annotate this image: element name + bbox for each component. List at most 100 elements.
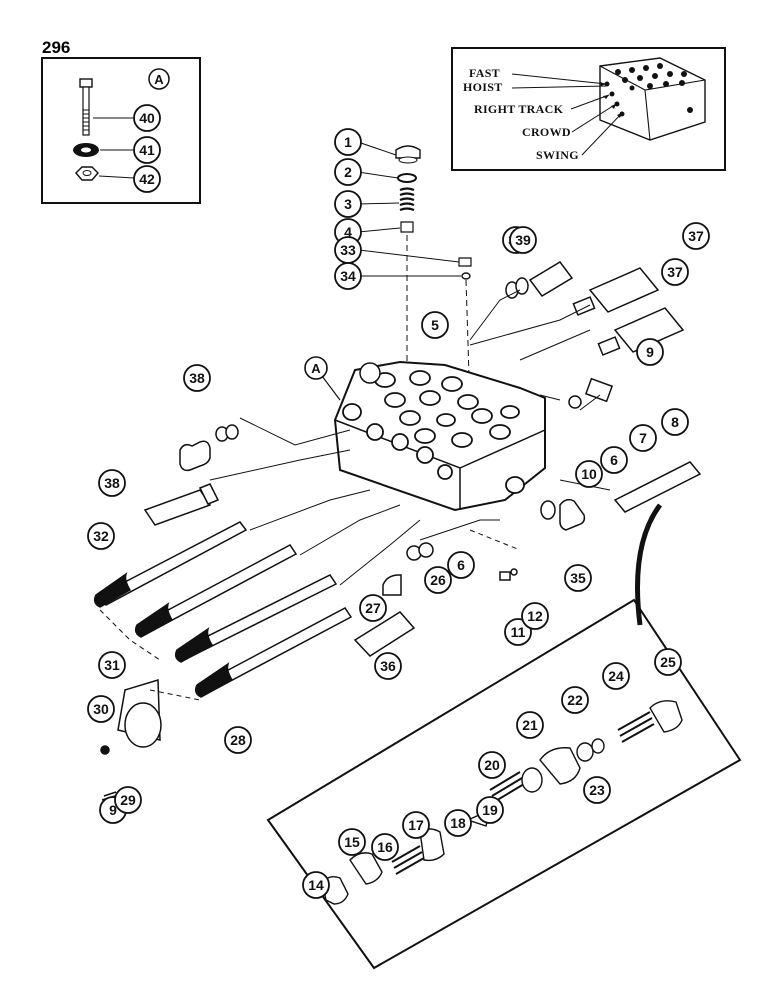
callout-circle xyxy=(583,776,611,804)
inset-a-tag-circle xyxy=(148,68,170,90)
callout-27: 27 xyxy=(359,594,387,622)
callout-35: 35 xyxy=(564,564,592,592)
callout-label: 1 xyxy=(344,134,352,150)
label-hoist: HOIST xyxy=(463,80,503,94)
callout-circle xyxy=(87,522,115,550)
callout-label: 32 xyxy=(93,528,109,544)
callout-30: 30 xyxy=(87,695,115,723)
callout-circle xyxy=(334,262,362,290)
callout-label: 18 xyxy=(450,815,466,831)
callout-16: 16 xyxy=(371,833,399,861)
label-right-track: RIGHT TRACK xyxy=(474,102,564,116)
callout-label: 5 xyxy=(431,317,439,333)
callout-circle xyxy=(334,158,362,186)
callout-label: 39 xyxy=(515,232,531,248)
inset-a-tag: A xyxy=(154,72,164,87)
callout-label: 22 xyxy=(567,692,583,708)
nut-42-drawing xyxy=(75,166,99,181)
callout-25: 25 xyxy=(654,648,682,676)
inset-callout-label: 40 xyxy=(139,110,155,126)
callout-label: 33 xyxy=(340,242,356,258)
body-tag-circle xyxy=(304,356,328,380)
callout-label: 25 xyxy=(660,654,676,670)
callout-32: 32 xyxy=(87,522,115,550)
callout-7: 7 xyxy=(629,424,657,452)
spools-group xyxy=(93,521,353,698)
callout-circle xyxy=(504,618,532,646)
callout-18: 18 xyxy=(444,809,472,837)
inset-callout-42: 42 xyxy=(133,165,161,193)
callout-5: 5 xyxy=(421,311,449,339)
callout-24: 24 xyxy=(602,662,630,690)
callout-label: 21 xyxy=(522,717,538,733)
leader-lines xyxy=(99,289,611,701)
callout-circle xyxy=(224,726,252,754)
callout-label: 37 xyxy=(688,228,704,244)
callout-37: 37 xyxy=(682,222,710,250)
callout-label: 28 xyxy=(230,732,246,748)
callout-2: 2 xyxy=(334,158,362,186)
top-plug-stack xyxy=(357,141,421,370)
callout-label: 20 xyxy=(484,757,500,773)
callout-label: 11 xyxy=(511,624,526,640)
callout-circle xyxy=(374,652,402,680)
inset-callout-41: 41 xyxy=(133,136,161,164)
callout-1: 1 xyxy=(334,128,362,156)
callout-circle xyxy=(114,786,142,814)
callout-circle xyxy=(682,222,710,250)
callout-21: 21 xyxy=(516,711,544,739)
callout-circle xyxy=(302,871,330,899)
callout-circle xyxy=(87,695,115,723)
callout-circle xyxy=(561,686,589,714)
callout-label: 23 xyxy=(589,782,605,798)
callout-label: 14 xyxy=(308,877,324,893)
callout-label: 38 xyxy=(104,475,120,491)
callout-3: 3 xyxy=(334,190,362,218)
callout-circle xyxy=(447,551,475,579)
callout-label: 29 xyxy=(120,792,136,808)
inset-callout-circle xyxy=(133,165,161,193)
inset-callout-circle xyxy=(133,104,161,132)
spool-cap-30 xyxy=(100,678,162,801)
callout-29: 29 xyxy=(114,786,142,814)
callout-circle xyxy=(575,460,603,488)
callout-14: 14 xyxy=(302,871,330,899)
callout-label: 35 xyxy=(570,570,586,586)
callout-17: 17 xyxy=(402,811,430,839)
callout-circle xyxy=(371,833,399,861)
callout-label: 6 xyxy=(610,452,618,468)
callout-circle xyxy=(509,226,537,254)
bolt-40-drawing xyxy=(79,78,93,136)
label-swing: SWING xyxy=(536,148,579,162)
mini-valve-body xyxy=(599,57,706,141)
callout-circle xyxy=(661,258,689,286)
callout-8: 8 xyxy=(661,408,689,436)
callout-circle xyxy=(402,811,430,839)
callout-36: 36 xyxy=(374,652,402,680)
callout-label: 38 xyxy=(189,370,205,386)
callout-circle xyxy=(476,796,504,824)
callout-37: 37 xyxy=(661,258,689,286)
main-valve-body: A xyxy=(304,356,546,512)
callout-19: 19 xyxy=(476,796,504,824)
callout-26: 26 xyxy=(424,566,452,594)
callout-22: 22 xyxy=(561,686,589,714)
callout-38: 38 xyxy=(183,364,211,392)
callout-38: 38 xyxy=(98,469,126,497)
callout-label: 15 xyxy=(344,834,360,850)
callout-circle xyxy=(334,190,362,218)
callout-circle xyxy=(421,311,449,339)
callout-label: 3 xyxy=(344,196,352,212)
inset-callout-circle xyxy=(133,136,161,164)
callout-label: 19 xyxy=(482,802,498,818)
callout-label: 34 xyxy=(340,268,356,284)
callout-circle xyxy=(359,594,387,622)
callout-circle xyxy=(654,648,682,676)
callout-circle xyxy=(516,711,544,739)
callout-label: 37 xyxy=(667,264,683,280)
callout-circle xyxy=(338,828,366,856)
callout-34: 34 xyxy=(334,262,362,290)
